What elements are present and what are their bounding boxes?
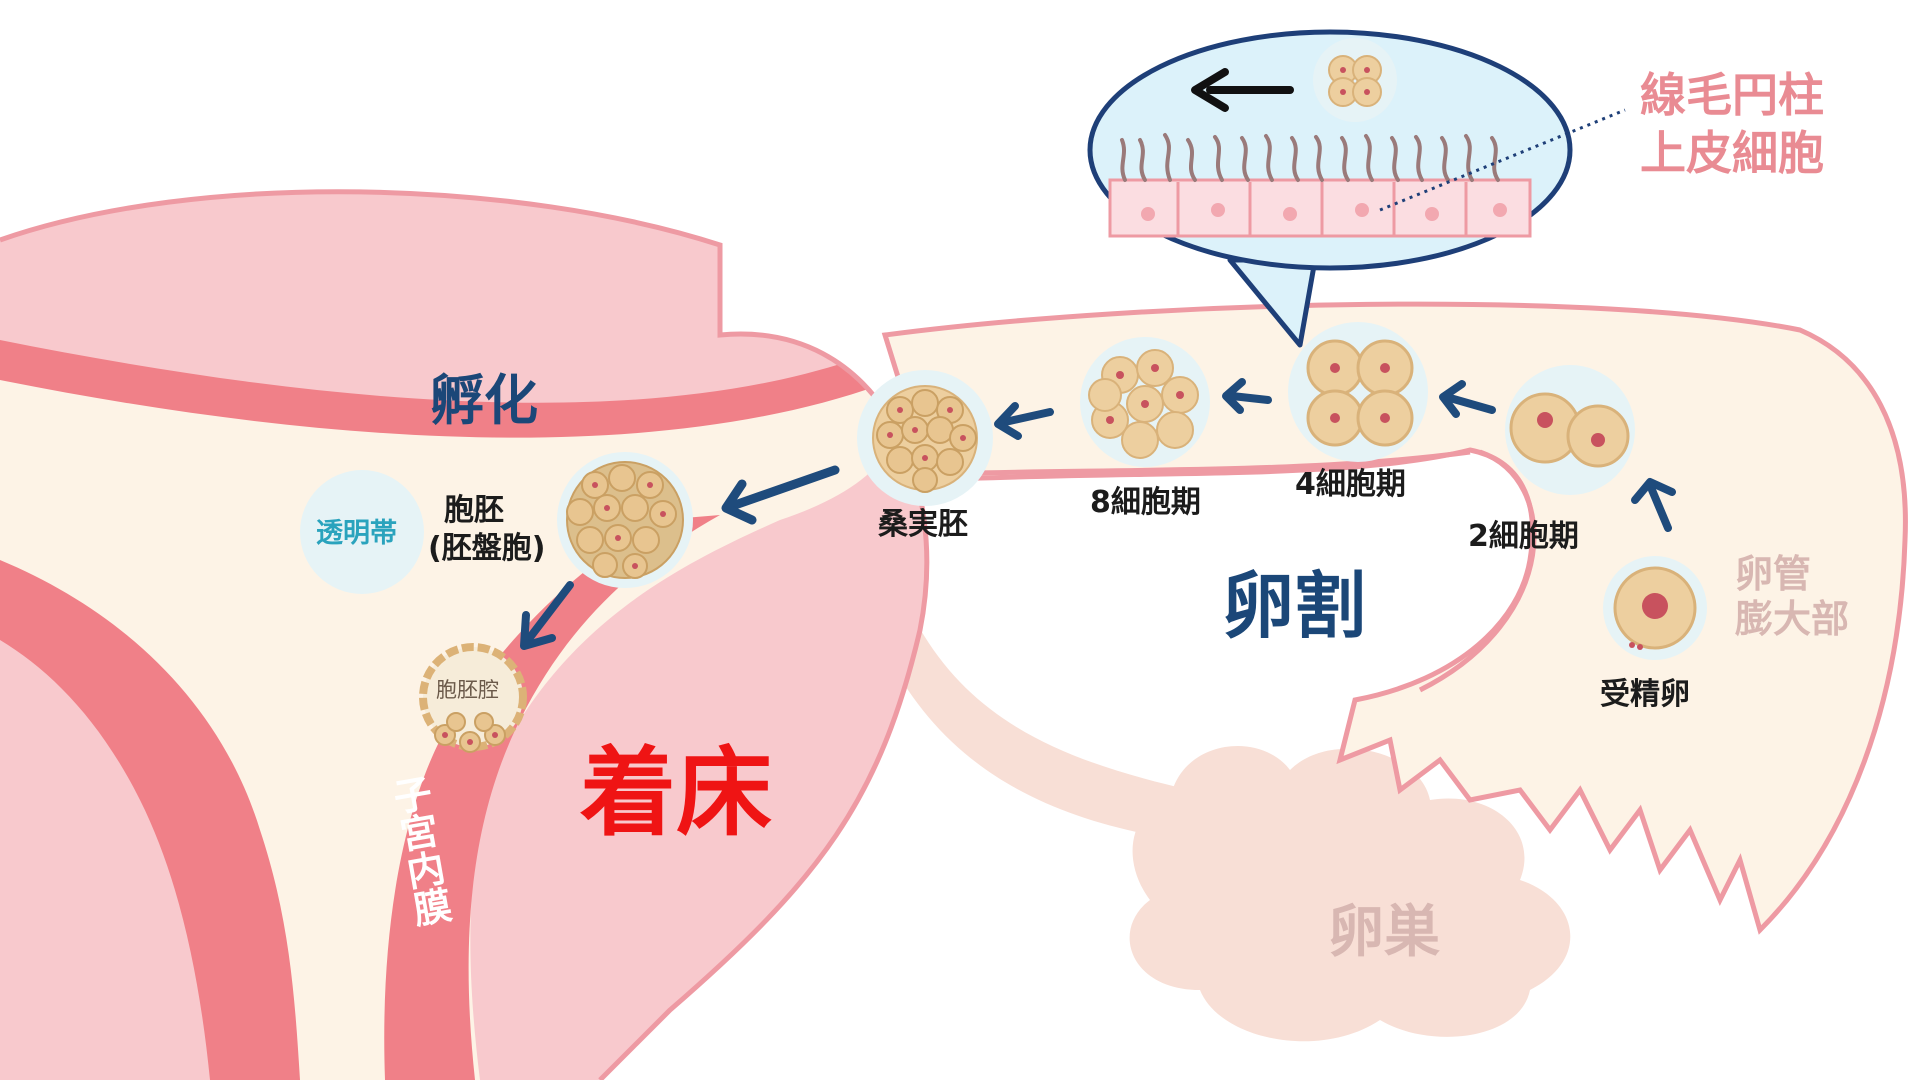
eight-cell-label: 8細胞期 bbox=[1090, 485, 1201, 520]
blastocyst-embryo bbox=[557, 452, 693, 588]
ampulla-label-line2: 膨大部 bbox=[1735, 597, 1850, 641]
cilia-epithelium bbox=[1108, 178, 1532, 238]
cilia-title-line1: 線毛円柱 bbox=[1640, 68, 1824, 122]
fertilized-egg-label: 受精卵 bbox=[1600, 677, 1690, 712]
arrow-two-cell-to-four-cell bbox=[1439, 380, 1496, 418]
ovarian-ligament bbox=[880, 600, 1190, 840]
arrow-blastocyst-to-implantation bbox=[520, 581, 574, 650]
endometrium-right-band bbox=[384, 515, 720, 1080]
blastocoel-label: 胞胚腔 bbox=[436, 678, 499, 702]
four-cell-embryo bbox=[1288, 322, 1428, 462]
moving-embryo-in-bubble bbox=[1313, 38, 1397, 122]
zona-pellucida-shell bbox=[300, 470, 424, 594]
cilia-hairs bbox=[1120, 133, 1500, 182]
hatched-blastocyst bbox=[419, 643, 527, 753]
uterus-outline bbox=[0, 189, 930, 1080]
fertilized-egg-cell bbox=[1603, 556, 1707, 660]
endometrium-left-band bbox=[0, 560, 300, 1080]
fallopian-tube-inner-wall bbox=[899, 449, 1537, 693]
ampulla-label-line1: 卵管 bbox=[1735, 552, 1812, 596]
hatching-label: 孵化 bbox=[430, 369, 538, 432]
ovary-shape bbox=[1129, 746, 1571, 1042]
implantation-label: 着床 bbox=[580, 737, 772, 849]
eight-cell-embryo bbox=[1080, 337, 1210, 467]
endometrium-upper-band bbox=[0, 340, 880, 438]
zona-pellucida-label: 透明帯 bbox=[316, 518, 397, 549]
blastocyst-label-line1: 胞胚 bbox=[444, 493, 504, 528]
cleavage-label: 卵割 bbox=[1222, 564, 1367, 648]
movement-arrow-in-bubble bbox=[1191, 68, 1294, 112]
cilia-title-line2: 上皮細胞 bbox=[1640, 126, 1824, 180]
blastocyst-label-line2: (胚盤胞) bbox=[428, 531, 546, 566]
two-cell-label: 2細胞期 bbox=[1468, 519, 1579, 554]
arrow-four-cell-to-eight-cell bbox=[1222, 378, 1272, 414]
arrow-eight-cell-to-morula bbox=[994, 402, 1054, 440]
morula-embryo bbox=[857, 370, 993, 506]
two-cell-embryo bbox=[1505, 365, 1635, 495]
arrow-morula-to-blastocyst bbox=[721, 465, 840, 525]
morula-label: 桑実胚 bbox=[878, 507, 968, 542]
ovary-label: 卵巣 bbox=[1328, 900, 1440, 965]
arrow-fertilized-to-two-cell bbox=[1631, 478, 1676, 532]
four-cell-label: 4細胞期 bbox=[1295, 467, 1406, 502]
